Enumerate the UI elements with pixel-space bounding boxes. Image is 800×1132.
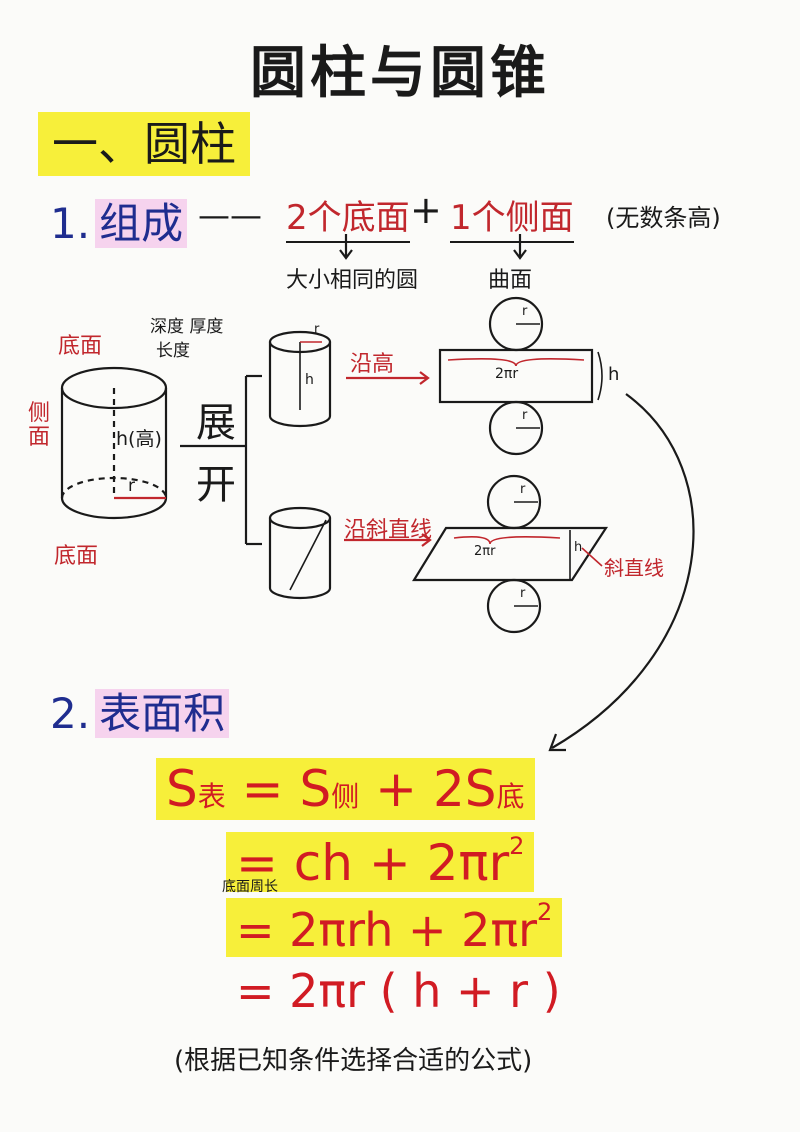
- symbol-s-side: S: [299, 760, 332, 818]
- footnote: (根据已知条件选择合适的公式): [174, 1046, 533, 1076]
- sup-2: 2: [509, 832, 525, 860]
- label-unfold-bottom: 开: [196, 462, 236, 508]
- composition-bases: 2个底面: [286, 190, 410, 243]
- symbol-s: S: [166, 760, 198, 818]
- surface-number: 2.: [50, 689, 91, 738]
- page-title: 圆柱与圆锥: [250, 41, 550, 106]
- label-slant-line: 斜直线: [604, 556, 664, 580]
- label-height: h(高): [116, 428, 162, 450]
- label-circle-radius-3: r: [520, 482, 526, 497]
- label-along-height: 沿高: [350, 352, 395, 377]
- composition-plus: +: [410, 188, 442, 232]
- label-para-circumference: 2πr: [474, 544, 496, 559]
- label-bottom-face-top: 底面: [58, 334, 103, 359]
- label-unfold-top: 展: [196, 400, 236, 446]
- formula-line-2: = ch + 2πr2: [226, 832, 535, 892]
- composition-number: 1.: [50, 199, 91, 248]
- label-bottom-face-bottom: 底面: [54, 544, 99, 569]
- composition-side: 1个侧面: [450, 190, 574, 243]
- formula-line-1: S表 = S侧 + 2S底: [156, 758, 535, 820]
- side-description: 曲面: [488, 268, 533, 293]
- formula-ch: = ch + 2πr: [236, 834, 510, 892]
- bases-description: 大小相同的圆: [286, 268, 419, 293]
- label-circle-radius-2: r: [522, 408, 528, 423]
- label-rect-height: h: [608, 364, 620, 385]
- label-length: 长度: [156, 341, 190, 361]
- formula-2pirh: = 2πrh + 2πr: [236, 903, 538, 957]
- formula-line-3: = 2πrh + 2πr2: [226, 898, 563, 957]
- label-along-slant: 沿斜直线: [344, 518, 433, 543]
- composition-note: (无数条高): [606, 204, 721, 232]
- plus-sign: +: [375, 760, 418, 818]
- label-small-h: h: [305, 372, 314, 388]
- symbol-2s: 2S: [432, 760, 497, 818]
- label-depth-thickness: 深度 厚度: [150, 317, 224, 337]
- annotation-base-perimeter: 底面周长: [222, 879, 278, 895]
- label-rect-circumference: 2πr: [495, 366, 519, 382]
- sup-2: 2: [537, 898, 553, 926]
- equals-sign: =: [241, 760, 284, 818]
- label-small-radius: r: [314, 322, 320, 337]
- formula-line-4: = 2πr ( h + r ): [236, 964, 561, 1018]
- composition-label: 组成: [95, 199, 188, 248]
- section-heading-cylinder: 一、圆柱: [38, 112, 250, 176]
- sub-ce: 侧: [331, 780, 360, 813]
- composition-heading: 1. 组成: [50, 190, 188, 251]
- label-radius: r: [128, 476, 135, 496]
- label-para-height: h: [574, 540, 583, 555]
- sub-di: 底: [496, 780, 525, 813]
- surface-label: 表面积: [95, 689, 230, 738]
- sub-biao: 表: [197, 780, 226, 813]
- label-side-face: 侧面: [28, 401, 51, 450]
- composition-dash: ——: [198, 196, 262, 234]
- surface-heading: 2. 表面积: [50, 680, 230, 741]
- label-circle-radius-1: r: [522, 304, 528, 319]
- label-circle-radius-4: r: [520, 586, 526, 601]
